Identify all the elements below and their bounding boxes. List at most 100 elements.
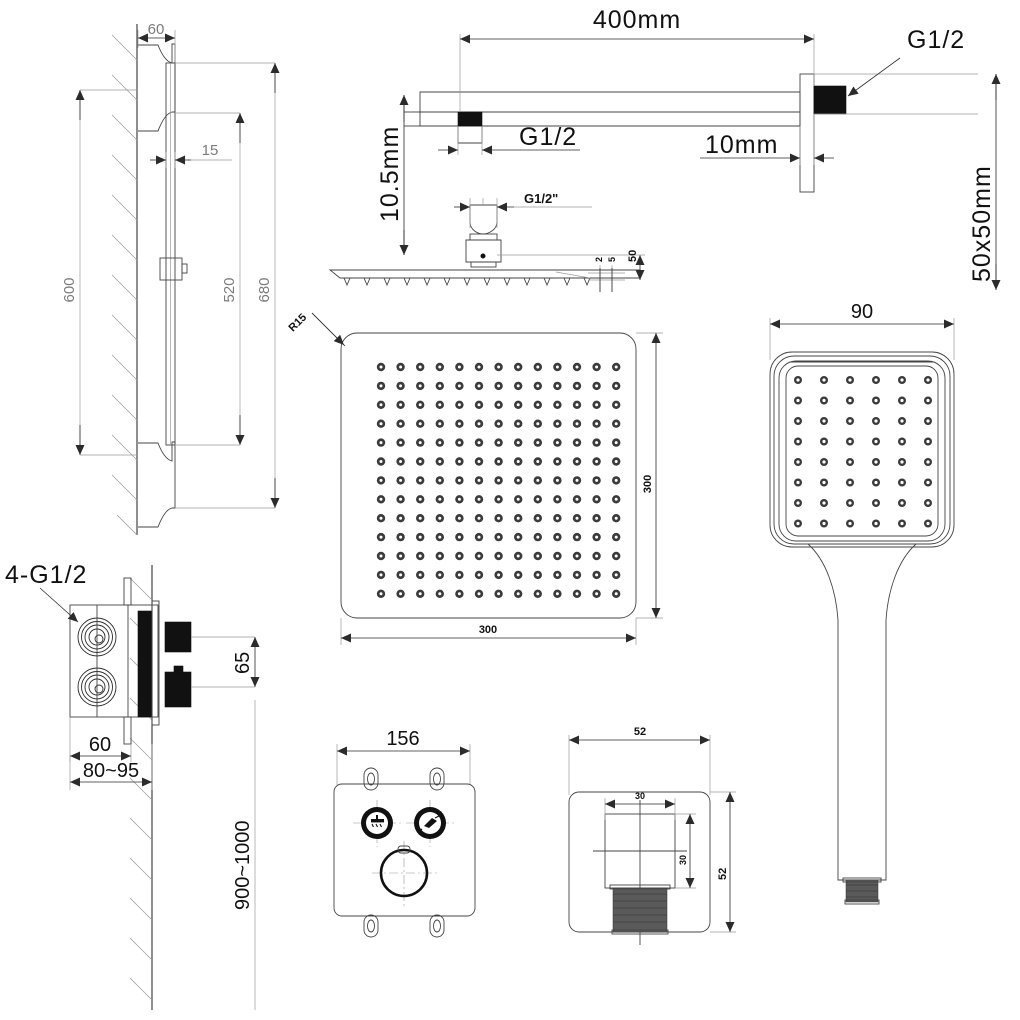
head-nozzle-center [379, 460, 383, 463]
hand-nozzle-center [796, 480, 800, 485]
valve-tab-top [123, 577, 132, 606]
hand-nozzle-center [822, 460, 826, 464]
head-nozzle-center [477, 365, 481, 369]
hand-nozzle-center [874, 419, 878, 423]
head-nozzle-center [614, 592, 618, 596]
dim-head-inlet-thread: G1/2" [454, 191, 592, 228]
hand-nozzle-center [900, 480, 904, 485]
dim-label-hand-width: 90 [851, 301, 873, 323]
head-nozzle-center [555, 365, 559, 369]
button-hand-shower[interactable] [406, 800, 454, 847]
head-nozzle-center [379, 422, 383, 426]
outlet-thread [609, 884, 671, 935]
view-shower-arm: 400mm G1/2 G1/2 10mm [376, 6, 1001, 290]
head-nozzle-center [418, 384, 422, 388]
view-wall-outlet: 52 30 [568, 726, 736, 945]
head-nozzle-center [418, 516, 422, 520]
head-nozzle-center [399, 535, 403, 539]
head-nozzle-center [575, 403, 579, 407]
head-nozzle-center [457, 573, 461, 577]
head-nozzle-center [438, 478, 442, 482]
dim-valve-60: 60 [69, 717, 132, 762]
hand-nozzle-center [926, 501, 930, 505]
view-head-side: G1/2" 2 5 50 [328, 191, 645, 292]
hand-nozzle-center [926, 398, 930, 403]
head-nozzle-center [575, 592, 579, 596]
temperature-knob[interactable] [372, 841, 437, 906]
hand-nozzle-center [796, 419, 800, 423]
dim-rail-15: 15 [150, 142, 232, 168]
hand-nozzle-center [822, 398, 826, 403]
view-hand-shower: 90 [769, 301, 955, 905]
head-plate-leader [555, 271, 591, 279]
dim-label-valve-65: 65 [232, 652, 254, 674]
head-nozzle-center [516, 384, 520, 388]
hand-nozzle-center [822, 521, 826, 526]
head-section-nozzles [343, 277, 591, 287]
dim-label-600: 600 [61, 277, 78, 302]
head-nozzle-center [379, 573, 383, 577]
head-nozzle-center [399, 441, 403, 445]
hand-nozzle-center [900, 398, 904, 403]
head-nozzle-center [497, 478, 501, 482]
button-rain-shower[interactable] [353, 800, 401, 847]
head-nozzle-center [575, 516, 579, 520]
head-nozzle-center [477, 384, 481, 388]
head-face-outline [340, 332, 637, 619]
head-nozzle-center [575, 441, 579, 445]
head-nozzle-center [614, 384, 618, 388]
head-nozzle-center [457, 554, 461, 558]
hand-shell-inner [778, 360, 946, 542]
head-nozzle-center [457, 384, 461, 388]
hand-nozzle-center [796, 439, 800, 444]
head-nozzle-center [477, 497, 481, 501]
dim-label-valve-900-1000: 900~1000 [232, 820, 254, 910]
head-nozzle-center [418, 497, 422, 501]
head-nozzle-center [379, 592, 383, 596]
dim-arm-10mm: 10mm [700, 114, 834, 165]
hand-nozzle-center [796, 501, 800, 505]
head-nozzle-center [614, 460, 618, 463]
head-nozzle-center [379, 516, 383, 520]
head-nozzle-center [536, 422, 540, 426]
knob-icon [379, 848, 429, 898]
head-nozzle-center [418, 365, 422, 369]
head-nozzle-center [457, 460, 461, 463]
head-nozzle-center [536, 441, 540, 445]
head-nozzle-center [595, 460, 599, 463]
head-nozzle-center [497, 535, 501, 539]
dim-arm-400: 400mm [459, 6, 815, 112]
hand-nozzle-center [822, 378, 826, 382]
bar-slider [159, 257, 188, 281]
knob-indicator [397, 845, 411, 854]
head-nozzle-center [477, 592, 481, 596]
head-nozzle-center [575, 478, 579, 482]
plate-mount-slots [363, 767, 445, 938]
hand-nozzle-center [796, 378, 800, 382]
hand-nozzle-center [874, 460, 878, 464]
head-nozzle-center [575, 497, 579, 501]
head-nozzle-center [497, 497, 501, 501]
dim-label-2: 2 [594, 257, 604, 262]
head-nozzle-center [595, 365, 599, 369]
dim-hand-width-90: 90 [769, 301, 955, 360]
head-section-plate [328, 269, 641, 287]
dim-head-width-300: 300 [340, 618, 637, 645]
valve-body-box [69, 604, 159, 718]
hand-nozzle-center [874, 439, 878, 444]
head-swivel-joint [465, 198, 502, 268]
head-nozzle-center [497, 422, 501, 426]
head-nozzle-center [438, 365, 442, 369]
head-nozzle-center [418, 573, 422, 577]
head-nozzle-center [536, 460, 540, 463]
dim-head-thickness-stack: 2 5 50 [497, 250, 645, 292]
hand-nozzle-center [796, 521, 800, 526]
hand-nozzle-center [874, 378, 878, 382]
hand-nozzle-center [848, 378, 852, 382]
head-nozzle-center [399, 573, 403, 577]
hand-nozzle-center [822, 419, 826, 423]
dim-label-outlet-height: 52 [717, 868, 729, 880]
head-nozzle-center [516, 441, 520, 445]
head-nozzle-center [379, 554, 383, 558]
hand-nozzle-center [926, 460, 930, 464]
